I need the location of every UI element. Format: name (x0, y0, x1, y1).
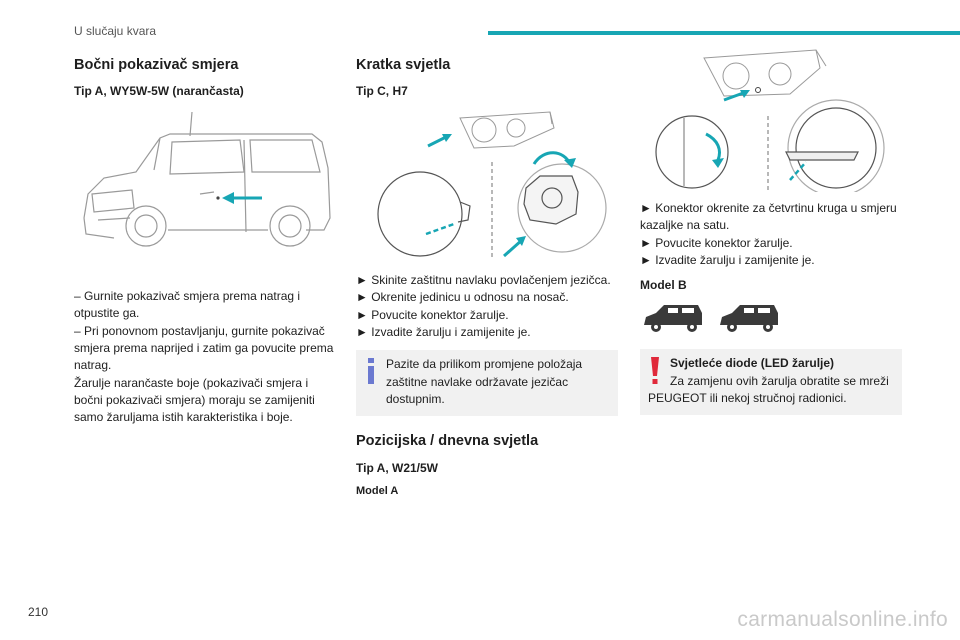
position-step-3: ► Izvadite žarulju i zamijenite je. (640, 253, 815, 268)
column-side-indicator: Bočni pokazivač smjera Tip A, WY5W-5W (n… (74, 56, 336, 427)
side-indicator-text-2: – Pri ponovnom postavljanju, gurnite pok… (74, 323, 334, 373)
dipped-beam-step-4: ► Izvadite žarulju i zamijenite je. (356, 324, 531, 339)
column-position-lights-steps: ► Konektor okrenite za četvrtinu kruga u… (640, 48, 902, 416)
info-note: Pazite da prilikom promjene položaja zaš… (356, 350, 618, 417)
dipped-beam-step-3: ► Povucite konektor žarulje. (356, 307, 509, 322)
dipped-beam-heading: Kratka svjetla (356, 57, 451, 73)
info-note-text: Pazite da prilikom promjene položaja zaš… (386, 357, 583, 407)
header-title: U slučaju kvara (74, 24, 157, 38)
column-dipped-beam: Kratka svjetla Tip C, H7 ► Skinite zašti… (356, 56, 618, 506)
position-lights-type: Tip A, W21/5W (356, 460, 439, 475)
dipped-beam-type: Tip C, H7 (356, 84, 408, 99)
van-silhouettes-model-b (644, 305, 778, 333)
headlamp-h7-illustration (377, 111, 607, 258)
headlamp-w21-illustration (655, 49, 885, 192)
side-indicator-text-3: Žarulje narančaste boje (pokazivači smje… (74, 375, 315, 425)
warning-title: Svjetleće diode (LED žarulje) (670, 356, 835, 371)
warning-text: Za zamjenu ovih žarulja obratite se mrež… (648, 373, 889, 405)
info-icon (368, 358, 374, 385)
side-indicator-text-1: – Gurnite pokazivač smjera prema natrag … (74, 288, 301, 321)
position-step-2: ► Povucite konektor žarulje. (640, 235, 793, 250)
side-indicator-heading: Bočni pokazivač smjera (74, 57, 239, 73)
position-lights-heading: Pozicijska / dnevna svjetla (356, 433, 539, 450)
watermark: carmanualsonline.info (737, 608, 948, 631)
position-step-1: ► Konektor okrenite za četvrtinu kruga u… (640, 201, 897, 233)
exclamation-icon (651, 357, 659, 385)
page-number: 210 (28, 605, 49, 619)
dipped-beam-step-1: ► Skinite zaštitnu navlaku povlačenjem j… (356, 272, 611, 287)
header-accent-bar (488, 31, 960, 35)
side-indicator-type: Tip A, WY5W-5W (narančasta) (74, 84, 244, 99)
position-lights-model-a: Model A (356, 485, 399, 498)
dipped-beam-step-2: ► Okrenite jedinicu u odnosu na nosač. (356, 290, 569, 305)
position-lights-model-b: Model B (640, 277, 687, 292)
warning-note: Svjetleće diode (LED žarulje) Za zamjenu… (640, 349, 902, 416)
van-side-indicator-illustration (83, 111, 331, 247)
